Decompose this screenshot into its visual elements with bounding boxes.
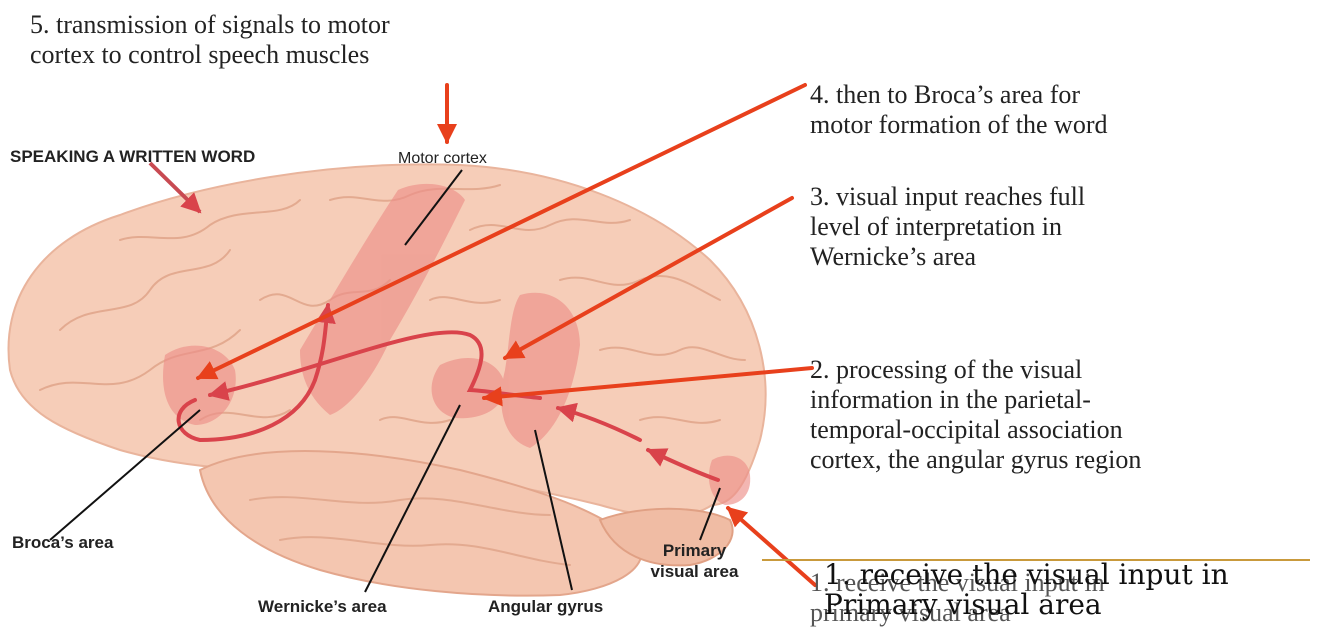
label-brocas-area: Broca’s area xyxy=(12,532,113,553)
step-4-caption: 4. then to Broca’s area for motor format… xyxy=(810,80,1310,140)
label-wernickes-area: Wernicke’s area xyxy=(258,596,387,617)
step-5-caption: 5. transmission of signals to motor cort… xyxy=(30,10,590,70)
step-1-overlay-caption: 1. receive the visual input in Primary v… xyxy=(824,560,1324,620)
label-primary-visual-area: Primary visual area xyxy=(627,540,762,582)
label-motor-cortex: Motor cortex xyxy=(398,150,487,168)
step-3-caption: 3. visual input reaches full level of in… xyxy=(810,182,1310,272)
step-2-caption: 2. processing of the visual information … xyxy=(810,355,1320,475)
brain-illustration xyxy=(8,164,765,595)
label-angular-gyrus: Angular gyrus xyxy=(488,596,603,617)
diagram-title: SPEAKING A WRITTEN WORD xyxy=(10,146,255,167)
